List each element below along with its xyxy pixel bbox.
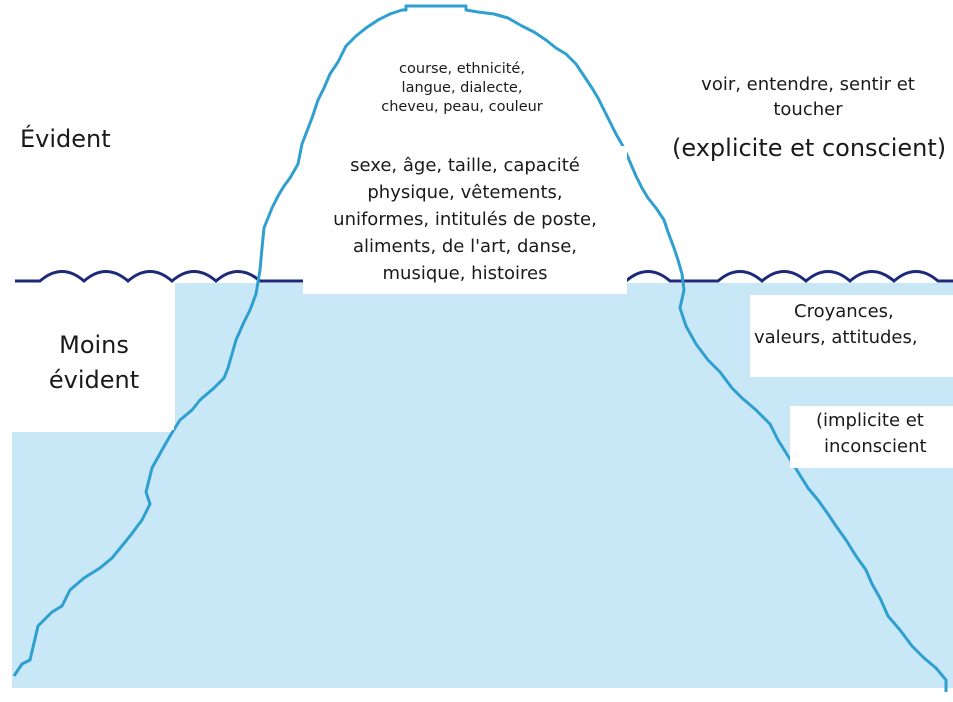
- tip-line1: course, ethnicité,: [399, 61, 525, 77]
- label-less-evident-line2: évident: [48, 365, 140, 394]
- visible-line5: musique, histoires: [382, 263, 548, 284]
- beliefs-line2: valeurs, attitudes,: [754, 327, 918, 349]
- waterline-right: [625, 270, 953, 283]
- implicit-line1: (implicite et: [816, 410, 924, 431]
- label-implicit: (implicite et inconscient: [790, 406, 953, 468]
- label-senses: voir, entendre, sentir et toucher: [672, 72, 944, 123]
- iceberg-outline: [12, 4, 948, 692]
- label-less-evident-line1: Moins: [59, 331, 129, 359]
- tip-line2: langue, dialecte,: [401, 79, 523, 96]
- beliefs-line1: Croyances,: [794, 301, 894, 322]
- implicit-line2: inconscient: [824, 436, 927, 458]
- visible-line4: aliments, de l'art, danse,: [352, 236, 578, 257]
- visible-line2: physique, vêtements,: [367, 182, 563, 203]
- label-beliefs: Croyances, valeurs, attitudes,: [750, 295, 953, 377]
- water-area: [12, 283, 953, 688]
- visible-line1: sexe, âge, taille, capacité: [350, 155, 580, 176]
- explicit-text: (explicite et conscient): [672, 134, 947, 162]
- label-visible-features: sexe, âge, taille, capacité physique, vê…: [303, 146, 627, 294]
- senses-line2: toucher: [773, 99, 843, 121]
- senses-line1: voir, entendre, sentir et: [701, 74, 915, 95]
- tip-line3: cheveu, peau, couleur: [381, 98, 543, 115]
- label-less-evident: Moins évident: [14, 320, 174, 430]
- label-evident: Évident: [20, 125, 111, 155]
- label-explicit: (explicite et conscient): [672, 134, 953, 164]
- waterline-left: [15, 270, 305, 283]
- label-tip: course, ethnicité, langue, dialecte, che…: [352, 60, 572, 117]
- visible-line3: uniformes, intitulés de poste,: [333, 209, 597, 230]
- label-evident-text: Évident: [20, 125, 111, 153]
